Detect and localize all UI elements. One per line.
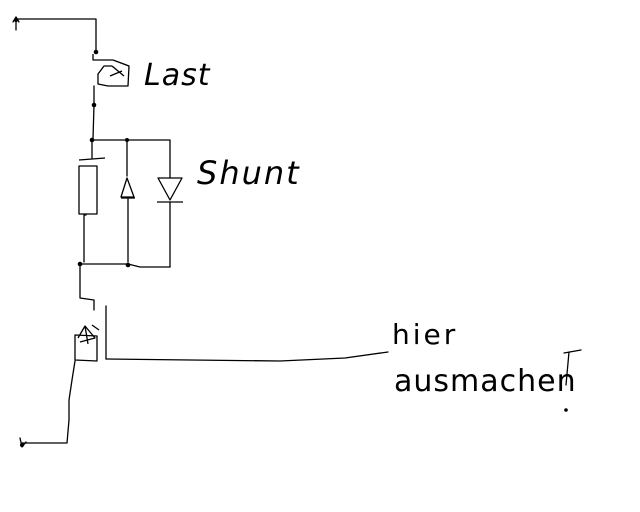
switch-component: [74, 305, 107, 362]
shunt-top-rail: [91, 139, 171, 179]
shunt-diode-small: [120, 139, 135, 263]
load-component: [92, 54, 130, 105]
annotation-ausmachen: ausmachen: [394, 364, 577, 399]
shunt-bottom-rail: [79, 263, 171, 268]
wire-load-to-shunt: [92, 104, 95, 140]
load-label: Last: [144, 58, 211, 93]
shunt-resistor: [78, 139, 106, 263]
shunt-label: Shunt: [197, 154, 301, 192]
junction-dot: [93, 49, 99, 55]
junction-dot: [125, 262, 131, 268]
wire-top: [15, 18, 97, 53]
exclamation-mark: [563, 349, 582, 412]
shunt-diode-large: [157, 177, 183, 268]
bottom-terminal: [19, 437, 27, 448]
control-wire: [105, 351, 389, 362]
wire-bottom: [21, 360, 76, 444]
wire-to-switch: [79, 263, 95, 311]
annotation-hier: hier: [392, 318, 459, 351]
